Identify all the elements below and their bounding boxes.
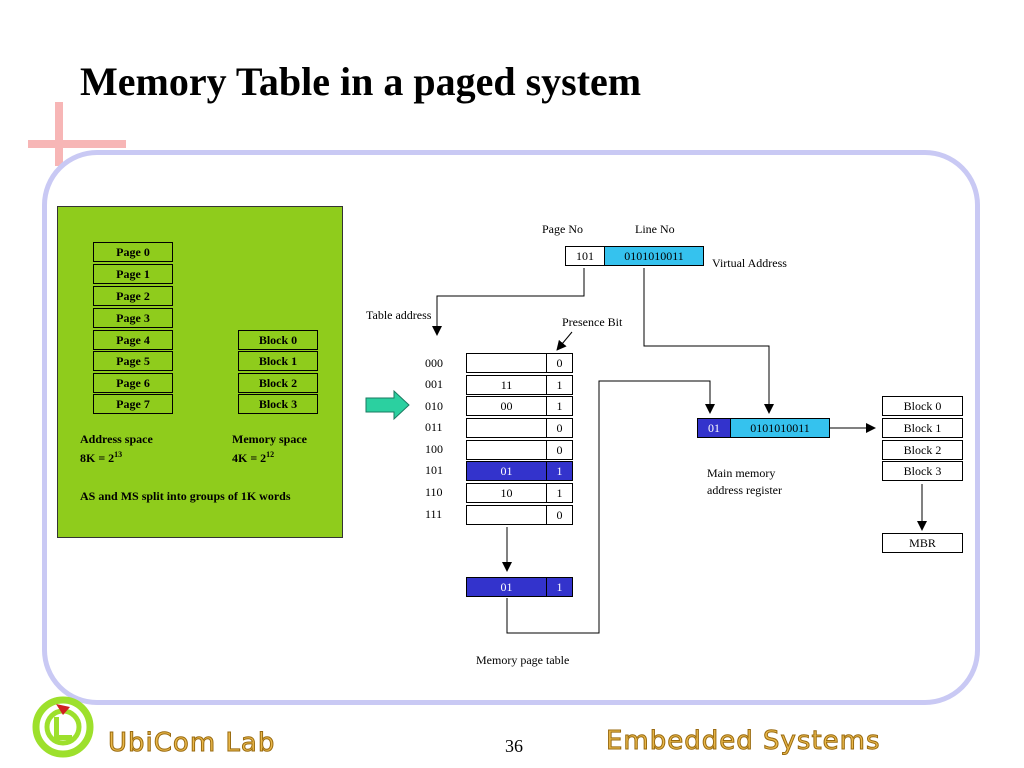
page-cell: Page 5 [93,351,173,371]
page-cell: Page 2 [93,286,173,306]
table-address: 010 [425,399,443,413]
table-bit-cell: 0 [546,418,573,438]
mbr-box: MBR [882,533,963,553]
page-number: 36 [505,736,523,756]
mbr-bit-field: 1 [546,577,573,597]
address-space-label: Address space [80,432,153,446]
block-cell: Block 3 [238,394,318,414]
corner-cross-decoration-h [28,140,126,148]
page-number-to-table-line [432,268,585,336]
table-address: 000 [425,356,443,370]
table-address: 100 [425,442,443,456]
page-cell: Page 1 [93,264,173,284]
table-block-cell: 00 [466,396,547,416]
memory-space-note: Memory space 4K = 212 [232,431,307,466]
table-block-cell [466,505,547,525]
table-block-cell [466,353,547,373]
memory-block-cell: Block 0 [882,396,963,416]
table-address: 111 [425,507,443,521]
table-block-cell: 11 [466,375,547,395]
line-number-to-mar-line [643,268,774,414]
presence-bit-pointer [556,331,573,351]
address-space-box: Page 0 Page 1 Page 2 Page 3 Page 4 Page … [57,206,343,538]
page-no-label: Page No [542,222,583,236]
page-cell: Page 0 [93,242,173,262]
page-title: Memory Table in a paged system [80,59,642,104]
table-bit-cell: 1 [546,396,573,416]
virtual-address-label: Virtual Address [712,256,787,270]
table-address: 011 [425,420,443,434]
footer-course-name: Embedded Systems [606,726,881,757]
table-bit-cell-highlighted: 1 [546,461,573,481]
memory-block-cell: Block 3 [882,461,963,481]
virtual-line-field: 0101010011 [604,246,704,266]
table-bit-cell: 0 [546,440,573,460]
page-cell: Page 4 [93,330,173,350]
table-block-cell [466,418,547,438]
table-bit-cell: 0 [546,505,573,525]
page-cell: Page 7 [93,394,173,414]
memory-space-label: Memory space [232,432,307,446]
split-note: AS and MS split into groups of 1K words [80,489,291,503]
page-cell: Page 3 [93,308,173,328]
block-cell: Block 1 [238,351,318,371]
page-cell: Page 6 [93,373,173,393]
table-block-cell-highlighted: 01 [466,461,547,481]
table-block-cell [466,440,547,460]
ubicom-logo-icon [32,696,94,758]
table-bit-cell: 1 [546,375,573,395]
memory-block-cell: Block 1 [882,418,963,438]
table-address: 101 [425,463,443,477]
corner-cross-decoration [55,102,63,166]
address-space-note: Address space 8K = 213 [80,431,153,466]
block-cell: Block 0 [238,330,318,350]
table-address: 001 [425,377,443,391]
mar-label-line1: Main memory [707,466,776,480]
memory-page-table-label: Memory page table [476,653,570,667]
memory-block-cell: Block 2 [882,440,963,460]
mar-label-line2: address register [707,483,782,497]
table-address: 110 [425,485,443,499]
mar-line-field: 0101010011 [730,418,830,438]
table-address-label: Table address [366,308,432,322]
table-block-cell: 10 [466,483,547,503]
content-panel [42,150,980,705]
mar-block-field: 01 [697,418,731,438]
address-space-value: 8K = 213 [80,450,123,465]
mbr-block-field: 01 [466,577,547,597]
virtual-page-field: 101 [565,246,605,266]
block-cell: Block 2 [238,373,318,393]
footer-lab-name: UbiCom Lab [107,728,276,759]
table-bit-cell: 0 [546,353,573,373]
memory-space-value: 4K = 212 [232,450,275,465]
presence-bit-label: Presence Bit [562,315,623,329]
block-arrow-icon [365,389,410,421]
table-bit-cell: 1 [546,483,573,503]
mbr-to-mar-line [506,380,715,634]
line-no-label: Line No [635,222,675,236]
